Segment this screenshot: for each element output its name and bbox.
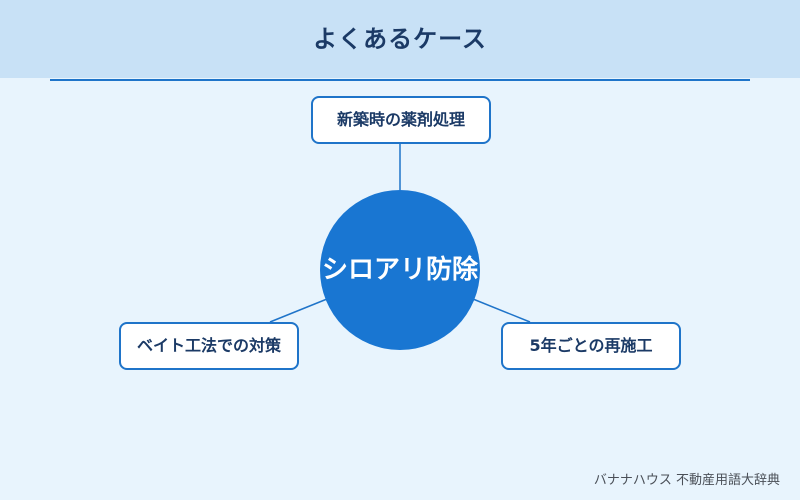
center-hub-circle	[320, 190, 480, 350]
connector-right	[472, 298, 531, 323]
node-five-year-retreatment: 5年ごとの再施工	[501, 322, 681, 370]
connector-left	[269, 298, 328, 323]
center-hub-label: シロアリ防除	[321, 255, 478, 285]
node-bait-method: ベイト工法での対策	[119, 322, 299, 370]
page-title: よくあるケース	[313, 25, 487, 53]
source-credit: バナナハウス 不動産用語大辞典	[593, 473, 780, 488]
header-band	[0, 0, 800, 78]
header-divider	[50, 79, 750, 81]
node-new-construction-treatment: 新築時の薬剤処理	[311, 96, 491, 144]
